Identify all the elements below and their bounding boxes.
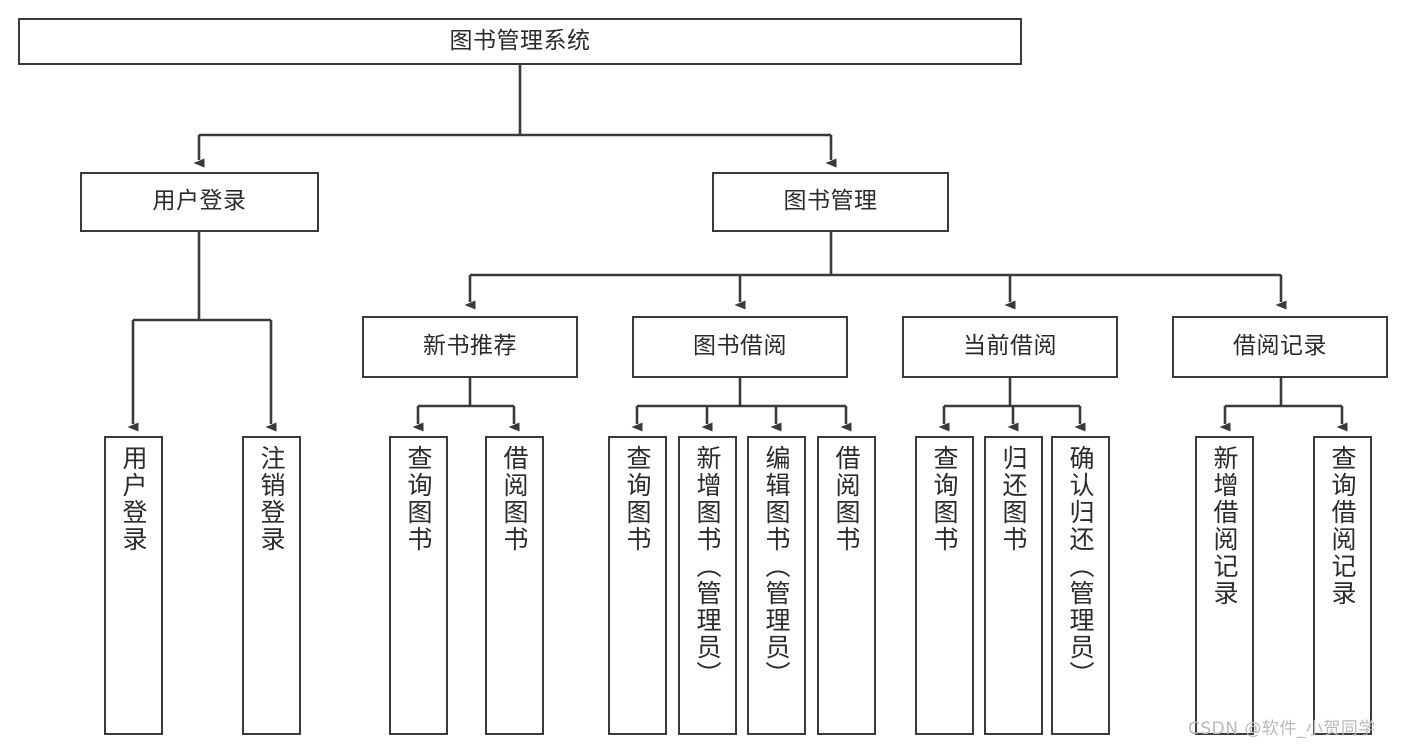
node-leaf-query-record-label: 查询借阅记录 [1328,445,1357,607]
node-leaf-query-record[interactable]: 查询借阅记录 [1313,436,1372,735]
node-borrow-record-label: 借阅记录 [1233,333,1327,360]
node-leaf-query-book-1[interactable]: 查询图书 [389,436,448,735]
node-leaf-borrow-book-2-label: 借阅图书 [832,445,861,553]
node-leaf-add-record[interactable]: 新增借阅记录 [1195,436,1254,735]
node-leaf-confirm-return-label: 确认归还（管理员） [1066,445,1095,688]
node-current-borrow[interactable]: 当前借阅 [902,316,1118,378]
node-leaf-user-logout[interactable]: 注销登录 [242,436,301,735]
node-leaf-return-book[interactable]: 归还图书 [984,436,1043,735]
node-leaf-confirm-return[interactable]: 确认归还（管理员） [1051,436,1110,735]
node-new-book-recommendation[interactable]: 新书推荐 [362,316,578,378]
node-leaf-borrow-book-2[interactable]: 借阅图书 [817,436,876,735]
node-user-login-label: 用户登录 [152,188,247,215]
node-leaf-edit-book-label: 编辑图书（管理员） [762,445,791,688]
node-leaf-query-book-3-label: 查询图书 [930,445,959,553]
node-book-manage-label: 图书管理 [783,188,878,215]
node-leaf-user-login[interactable]: 用户登录 [104,436,163,735]
node-leaf-borrow-book-1-label: 借阅图书 [500,445,529,553]
node-book-borrow-label: 图书借阅 [693,333,787,360]
node-leaf-query-book-2-label: 查询图书 [623,445,652,553]
node-root-label: 图书管理系统 [449,27,591,54]
node-leaf-return-book-label: 归还图书 [999,445,1028,553]
node-leaf-user-login-label: 用户登录 [119,445,148,553]
node-leaf-borrow-book-1[interactable]: 借阅图书 [485,436,544,735]
node-leaf-query-book-1-label: 查询图书 [404,445,433,553]
node-borrow-record[interactable]: 借阅记录 [1172,316,1388,378]
node-leaf-add-book-label: 新增图书（管理员） [693,445,722,688]
node-leaf-query-book-3[interactable]: 查询图书 [915,436,974,735]
node-user-login[interactable]: 用户登录 [80,172,319,232]
node-book-manage[interactable]: 图书管理 [712,172,949,232]
node-new-book-recommendation-label: 新书推荐 [423,333,517,360]
node-root[interactable]: 图书管理系统 [18,18,1022,65]
node-leaf-query-book-2[interactable]: 查询图书 [608,436,667,735]
node-leaf-add-record-label: 新增借阅记录 [1210,445,1239,607]
node-leaf-edit-book[interactable]: 编辑图书（管理员） [747,436,806,735]
node-leaf-add-book[interactable]: 新增图书（管理员） [678,436,737,735]
node-leaf-user-logout-label: 注销登录 [257,445,286,553]
node-book-borrow[interactable]: 图书借阅 [632,316,848,378]
node-current-borrow-label: 当前借阅 [963,333,1057,360]
watermark: CSDN @软件_小贺同学 [1188,719,1376,739]
